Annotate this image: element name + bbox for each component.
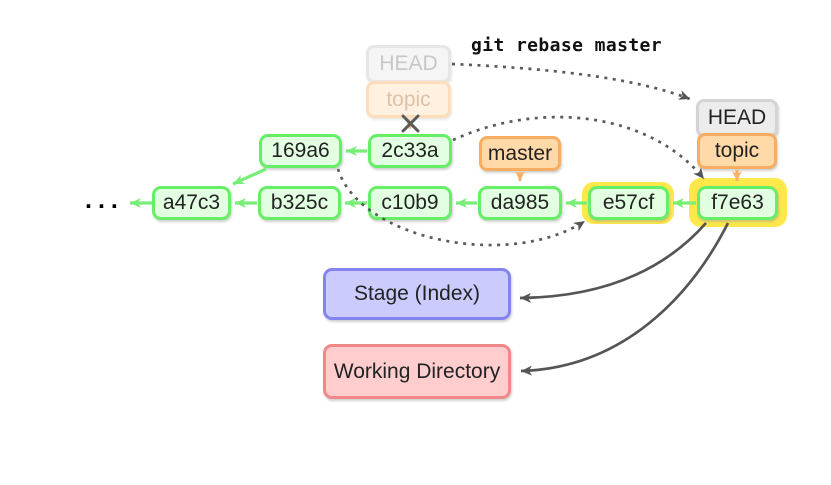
- arrow-f7e63-to-stage: [519, 222, 708, 303]
- checkout-arrows: [519, 222, 730, 376]
- new-topic-ref: topic: [697, 133, 777, 169]
- commit-c10b9: c10b9: [368, 186, 452, 220]
- master-ref: master: [479, 136, 561, 171]
- old-head-ref: HEAD: [366, 45, 451, 83]
- arrow-f7e63-to-workdir: [520, 222, 730, 376]
- detached-x-icon: [401, 114, 420, 133]
- commit-a47c3: a47c3: [152, 186, 231, 220]
- old-topic-ref: topic: [366, 81, 451, 118]
- working-directory-box: Working Directory: [323, 344, 511, 399]
- commit-e57cf: e57cf: [588, 186, 669, 220]
- new-head-ref: HEAD: [696, 99, 778, 137]
- commit-2c33a: 2c33a: [368, 134, 452, 168]
- arrow-169a6-to-a47c3: [232, 167, 267, 186]
- arrow-head-moved: [451, 62, 691, 101]
- commit-da985: da985: [478, 186, 562, 220]
- history-ellipsis: ...: [85, 186, 124, 214]
- stage-index-box: Stage (Index): [323, 268, 511, 320]
- commit-b325c: b325c: [258, 186, 341, 220]
- commit-169a6: 169a6: [259, 134, 342, 168]
- git-command-text: git rebase master: [471, 35, 663, 56]
- commit-f7e63: f7e63: [697, 186, 778, 220]
